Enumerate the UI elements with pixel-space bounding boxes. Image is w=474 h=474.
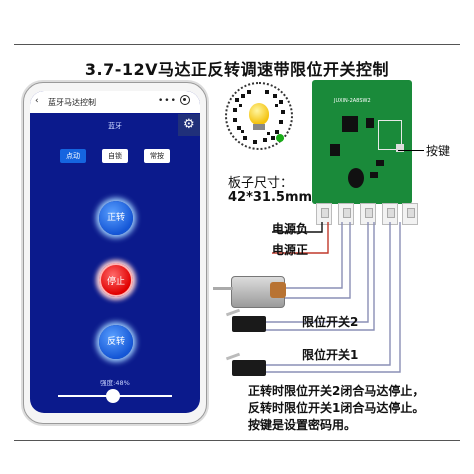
stop-button[interactable]: 停止	[99, 263, 133, 297]
terminal-2	[338, 203, 354, 225]
speed-slider-fill	[58, 395, 113, 397]
terminal-4	[382, 203, 398, 225]
antenna-icon	[378, 120, 402, 150]
mode-button-latch[interactable]: 自锁	[102, 149, 128, 163]
lightbulb-base-icon	[253, 124, 265, 130]
app-header: ‹ 蓝牙马达控制 •••	[30, 91, 200, 113]
chip-icon	[330, 144, 340, 156]
app-title: 蓝牙马达控制	[48, 98, 96, 107]
bottom-divider	[14, 440, 460, 441]
lightbulb-icon	[249, 103, 269, 125]
board-size-label: 板子尺寸：	[228, 176, 294, 191]
gear-icon[interactable]: ⚙	[183, 117, 195, 132]
mode-button-hold[interactable]: 常按	[144, 149, 170, 163]
push-button-icon	[396, 144, 404, 152]
chip-icon	[366, 118, 374, 128]
board-size-value: 42*31.5mm	[228, 190, 313, 205]
power-negative-label: 电源负	[272, 222, 309, 236]
board-model: JUXIN-2A8SW2	[334, 98, 371, 104]
qr-code	[225, 82, 293, 150]
power-positive-label: 电源正	[272, 243, 309, 257]
speed-label: 强度:48%	[100, 379, 130, 387]
chip-icon	[370, 172, 378, 178]
close-target-icon[interactable]	[180, 95, 190, 105]
speed-slider[interactable]	[58, 389, 172, 403]
more-menu-icon[interactable]: •••	[158, 96, 177, 106]
capacitor-icon	[348, 168, 364, 188]
limit-switch-1	[232, 360, 266, 376]
chip-icon	[376, 160, 384, 166]
phone-screen: ‹ 蓝牙马达控制 ••• 蓝牙 ⚙ 点动 自锁 常按 正转 停止 反转 强度:4…	[30, 91, 200, 413]
limit-switch-2-label: 限位开关2	[302, 315, 359, 329]
back-icon[interactable]: ‹	[35, 96, 39, 106]
note-line-3: 按键是设置密码用。	[248, 418, 357, 432]
limit-switch-1-label: 限位开关1	[302, 348, 359, 362]
circuit-board: JUXIN-2A8SW2	[312, 80, 412, 204]
forward-button[interactable]: 正转	[99, 201, 133, 235]
mode-button-jog[interactable]: 点动	[60, 149, 86, 163]
note-line-2: 反转时限位开关1闭合马达停止。	[248, 401, 425, 415]
terminal-5	[402, 203, 418, 225]
note-line-1: 正转时限位开关2闭合马达停止，	[248, 384, 425, 398]
qr-pattern-icon	[233, 90, 285, 144]
top-divider	[14, 44, 460, 45]
page-title: 3.7-12V马达正反转调速带限位开关控制	[84, 60, 390, 79]
reverse-button[interactable]: 反转	[99, 325, 133, 359]
phone-mockup: ‹ 蓝牙马达控制 ••• 蓝牙 ⚙ 点动 自锁 常按 正转 停止 反转 强度:4…	[23, 82, 207, 424]
mcu-chip-icon	[342, 116, 358, 132]
bluetooth-label: 蓝牙	[108, 122, 122, 130]
speed-slider-thumb[interactable]	[105, 389, 120, 403]
wechat-icon	[276, 134, 284, 142]
motor-terminal-icon	[270, 282, 286, 298]
button-label: 按键	[426, 144, 451, 158]
settings-button[interactable]	[178, 114, 200, 136]
terminal-1	[316, 203, 332, 225]
limit-switch-2	[232, 316, 266, 332]
button-callout-line	[398, 150, 424, 151]
motor-shaft-icon	[213, 287, 233, 290]
